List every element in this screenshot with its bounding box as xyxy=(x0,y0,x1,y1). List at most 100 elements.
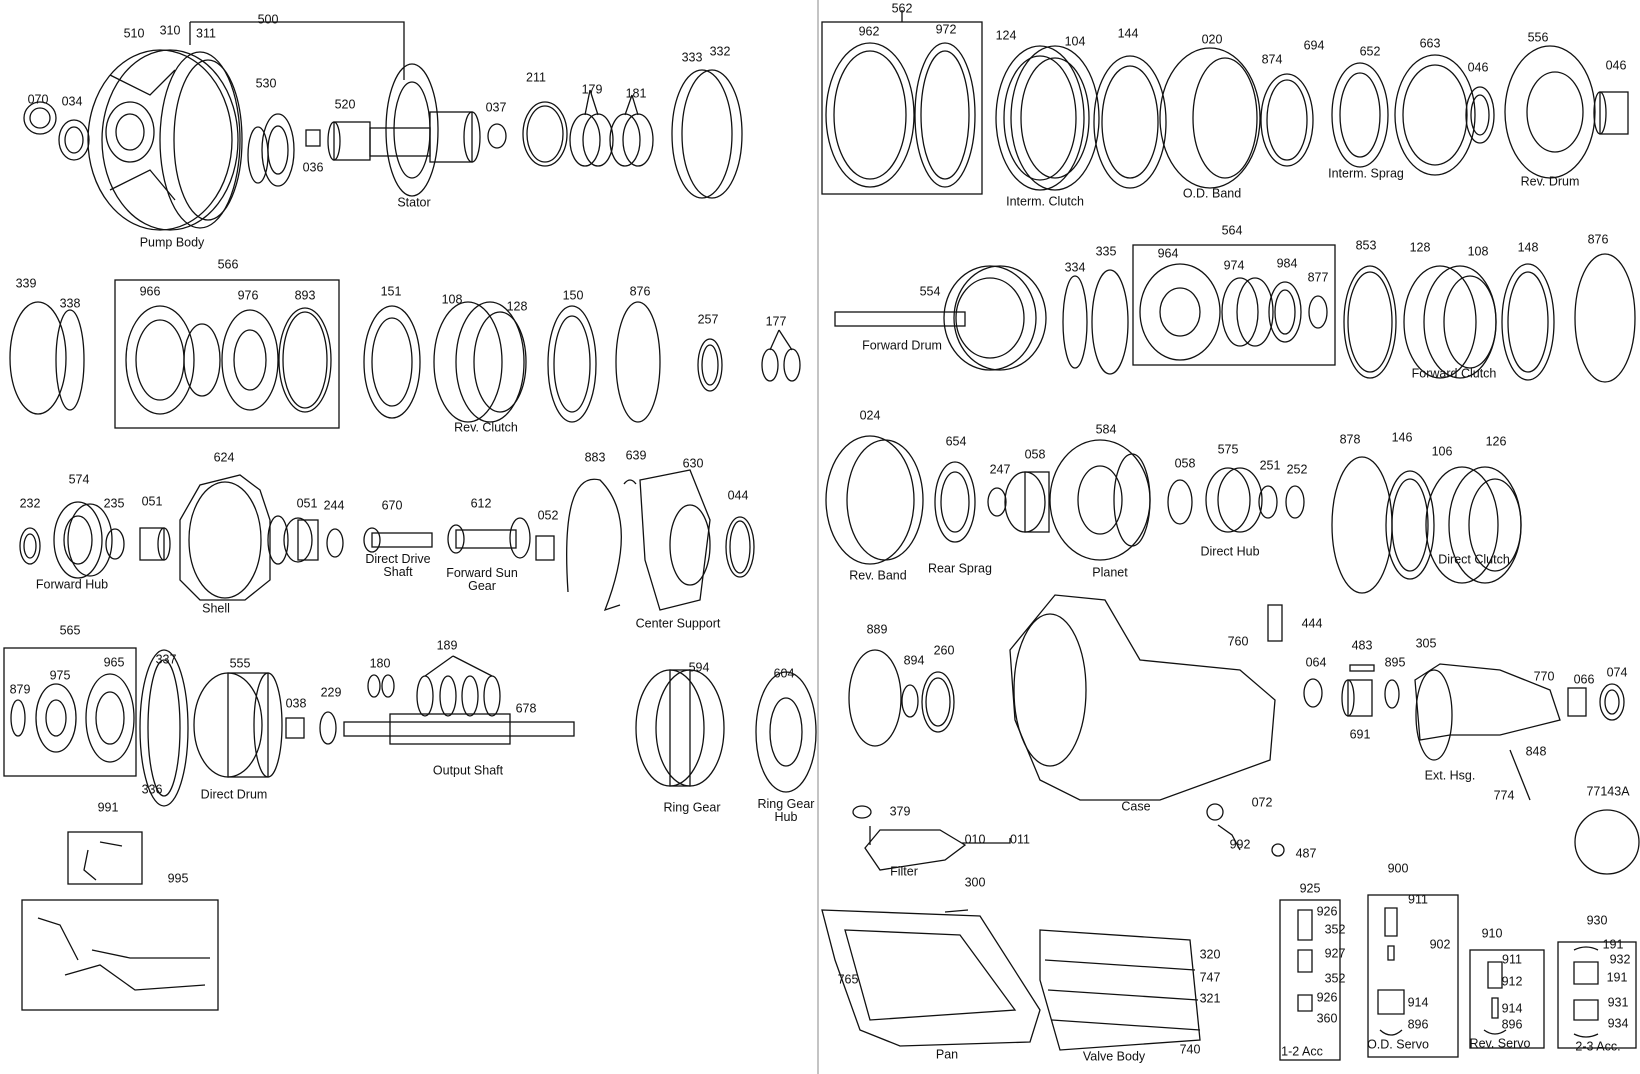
label-148: 148 xyxy=(1517,240,1539,255)
label-966: 966 xyxy=(139,284,161,299)
label-189: 189 xyxy=(436,638,458,653)
label-305: 305 xyxy=(1415,636,1437,651)
bottom-right-parts xyxy=(821,803,1637,1061)
row1-rings-left xyxy=(522,69,743,199)
label-058-b: 058 xyxy=(1174,456,1196,471)
row3-right-parts xyxy=(825,435,1522,594)
label-584: 584 xyxy=(1095,422,1117,437)
label-070: 070 xyxy=(27,92,49,107)
label-670: 670 xyxy=(381,498,403,513)
label-rev-clutch: Rev. Clutch xyxy=(454,420,518,435)
label-930: 930 xyxy=(1586,913,1608,928)
label-740: 740 xyxy=(1179,1042,1201,1057)
label-604: 604 xyxy=(773,666,795,681)
label-output-shaft: Output Shaft xyxy=(432,763,504,778)
label-530: 530 xyxy=(255,76,277,91)
label-rev-band: Rev. Band xyxy=(849,568,907,583)
label-335: 335 xyxy=(1095,244,1117,259)
label-848: 848 xyxy=(1525,744,1547,759)
label-310: 310 xyxy=(159,23,181,38)
label-612: 612 xyxy=(470,496,492,511)
label-774: 774 xyxy=(1493,788,1515,803)
label-877: 877 xyxy=(1307,270,1329,285)
label-500: 500 xyxy=(257,12,279,27)
label-927: 927 xyxy=(1324,946,1346,961)
row4-left-parts xyxy=(3,647,817,807)
label-320: 320 xyxy=(1199,947,1221,962)
label-074: 074 xyxy=(1606,665,1628,680)
label-011: 011 xyxy=(1010,832,1030,847)
label-555: 555 xyxy=(229,656,251,671)
label-630: 630 xyxy=(682,456,704,471)
label-020: 020 xyxy=(1201,32,1223,47)
label-931: 931 xyxy=(1607,995,1629,1010)
label-974: 974 xyxy=(1223,258,1245,273)
label-151: 151 xyxy=(380,284,402,299)
label-932: 932 xyxy=(1609,952,1631,967)
label-889: 889 xyxy=(866,622,888,637)
label-332: 332 xyxy=(709,44,731,59)
label-066: 066 xyxy=(1573,672,1595,687)
label-510: 510 xyxy=(123,26,145,41)
label-od-servo: O.D. Servo xyxy=(1367,1037,1429,1052)
label-od-band: O.D. Band xyxy=(1182,186,1242,201)
label-ext-hsg: Ext. Hsg. xyxy=(1424,768,1476,783)
label-926-a: 926 xyxy=(1316,904,1338,919)
label-487: 487 xyxy=(1295,846,1317,861)
label-260: 260 xyxy=(933,643,955,658)
label-036: 036 xyxy=(302,160,324,175)
label-251: 251 xyxy=(1259,458,1281,473)
label-128-a: 128 xyxy=(506,299,528,314)
label-352-a: 352 xyxy=(1324,922,1346,937)
label-planet: Planet xyxy=(1092,565,1128,580)
label-965: 965 xyxy=(103,655,125,670)
label-051-a: 051 xyxy=(141,494,163,509)
label-694: 694 xyxy=(1303,38,1325,53)
label-179: 179 xyxy=(581,82,603,97)
label-257: 257 xyxy=(697,312,719,327)
label-911-b: 911 xyxy=(1502,952,1522,967)
label-339: 339 xyxy=(15,276,37,291)
label-333: 333 xyxy=(681,50,703,65)
label-010: 010 xyxy=(964,832,986,847)
label-038: 038 xyxy=(285,696,307,711)
label-235: 235 xyxy=(103,496,125,511)
label-072: 072 xyxy=(1251,795,1273,810)
label-879: 879 xyxy=(9,682,31,697)
label-interm-clutch: Interm. Clutch xyxy=(1006,194,1084,209)
label-181: 181 xyxy=(625,86,647,101)
label-104: 104 xyxy=(1064,34,1086,49)
label-051-b: 051 xyxy=(296,496,318,511)
label-124: 124 xyxy=(995,28,1017,43)
label-2-3-acc: 2-3 Acc. xyxy=(1575,1039,1621,1054)
label-972: 972 xyxy=(935,22,957,37)
label-177: 177 xyxy=(765,314,787,329)
label-064: 064 xyxy=(1305,655,1327,670)
label-334: 334 xyxy=(1064,260,1086,275)
label-034: 034 xyxy=(61,94,83,109)
label-058-a: 058 xyxy=(1024,447,1046,462)
label-760: 760 xyxy=(1227,634,1249,649)
label-893: 893 xyxy=(294,288,316,303)
label-shell: Shell xyxy=(202,601,230,616)
label-rev-drum: Rev. Drum xyxy=(1520,174,1580,189)
label-566: 566 xyxy=(217,257,239,272)
label-352-b: 352 xyxy=(1324,971,1346,986)
label-896-b: 896 xyxy=(1501,1017,1523,1032)
label-639: 639 xyxy=(625,448,647,463)
label-878: 878 xyxy=(1339,432,1361,447)
label-forward-sun-gear: Forward Sun Gear xyxy=(446,566,518,593)
label-rear-sprag: Rear Sprag xyxy=(928,561,992,576)
label-direct-drive-shaft: Direct Drive Shaft xyxy=(365,552,431,579)
label-934: 934 xyxy=(1607,1016,1629,1031)
pump-assembly xyxy=(23,21,507,231)
label-444: 444 xyxy=(1301,616,1323,631)
label-valve-body: Valve Body xyxy=(1082,1049,1146,1064)
label-900: 900 xyxy=(1387,861,1409,876)
label-024: 024 xyxy=(859,408,881,423)
label-562: 562 xyxy=(891,1,913,16)
label-direct-drum: Direct Drum xyxy=(200,787,268,802)
label-1-2-acc: 1-2 Acc xyxy=(1281,1044,1323,1059)
label-106: 106 xyxy=(1431,444,1453,459)
